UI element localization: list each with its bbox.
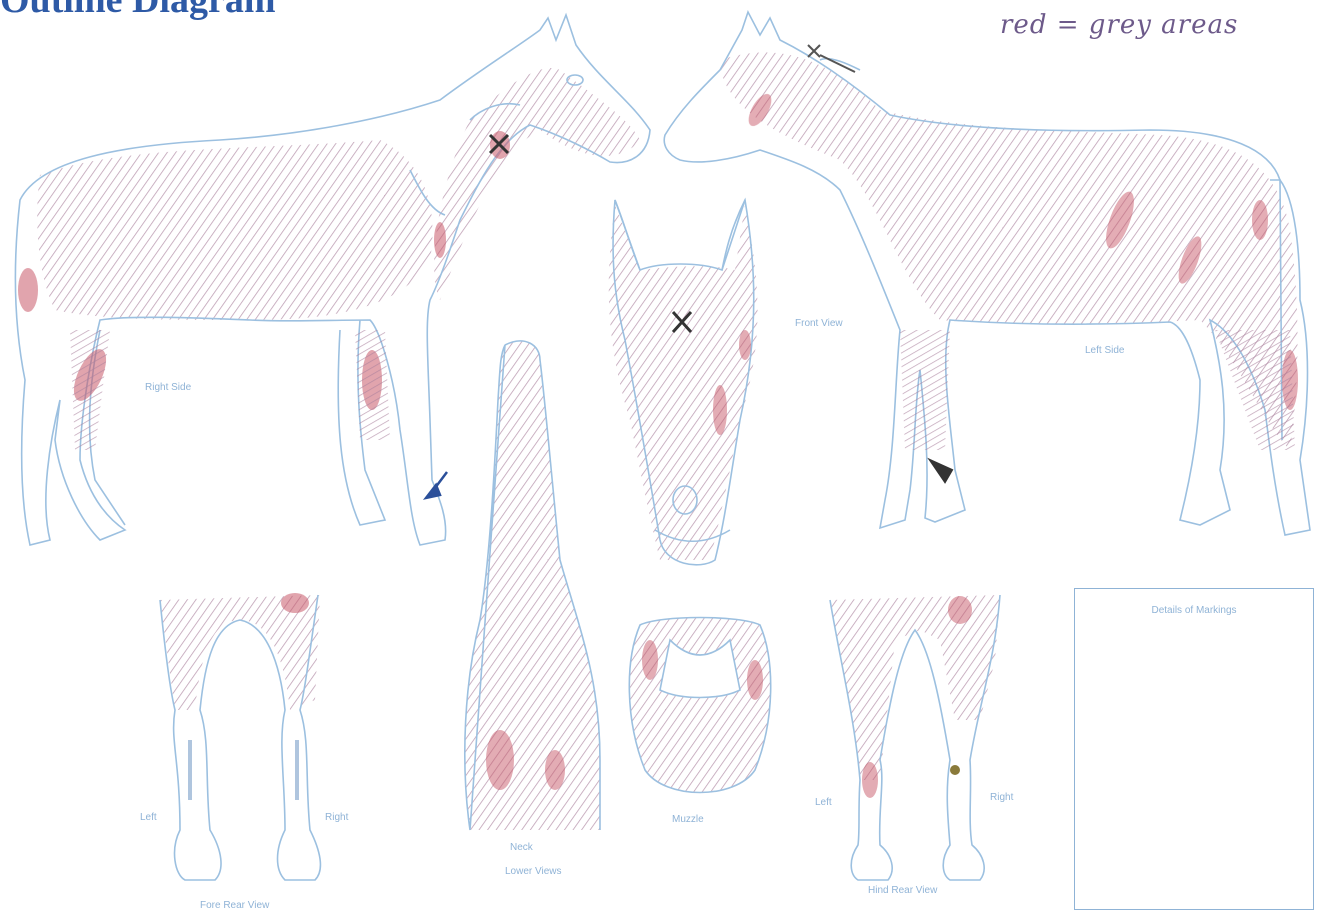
label-neck-sub: Lower Views	[505, 866, 562, 877]
label-fore-caption: Fore Rear View	[200, 900, 269, 911]
horse-right-leg-hatch	[70, 330, 390, 450]
label-head-front: Front View	[795, 318, 843, 329]
page-title: Outline Diagram	[0, 0, 275, 22]
label-muzzle: Muzzle	[672, 814, 704, 825]
horse-right-neck-hatch	[434, 68, 640, 300]
hind-legs-view	[830, 595, 1000, 880]
marker-dot-hind	[950, 765, 960, 775]
label-fore-left: Left	[140, 812, 157, 823]
label-left-side: Left Side	[1085, 345, 1124, 356]
fore-legs-view	[160, 595, 320, 880]
label-fore-right: Right	[325, 812, 348, 823]
head-front-view	[609, 200, 758, 565]
horse-left-side	[664, 12, 1310, 535]
horse-right-body-hatch	[37, 140, 432, 320]
horse-left-body-hatch	[720, 52, 1298, 450]
fore-legs-red	[281, 593, 309, 613]
arrow-left-leg	[426, 472, 447, 498]
label-neck: Neck	[510, 842, 533, 853]
markings-details-label: Details of Markings	[1075, 605, 1313, 616]
label-right-side: Right Side	[145, 382, 191, 393]
label-hind-right: Right	[990, 792, 1013, 803]
head-front-hatch	[609, 205, 758, 560]
arrow-right-leg	[930, 460, 952, 482]
label-hind-caption: Hind Rear View	[868, 885, 937, 896]
label-hind-left: Left	[815, 797, 832, 808]
horse-right-side	[15, 15, 650, 545]
hind-legs-hatch	[830, 595, 1000, 780]
handwritten-note: red = grey areas	[1000, 10, 1238, 40]
neck-under-view	[465, 341, 600, 830]
markings-details-box: Details of Markings	[1074, 588, 1314, 910]
